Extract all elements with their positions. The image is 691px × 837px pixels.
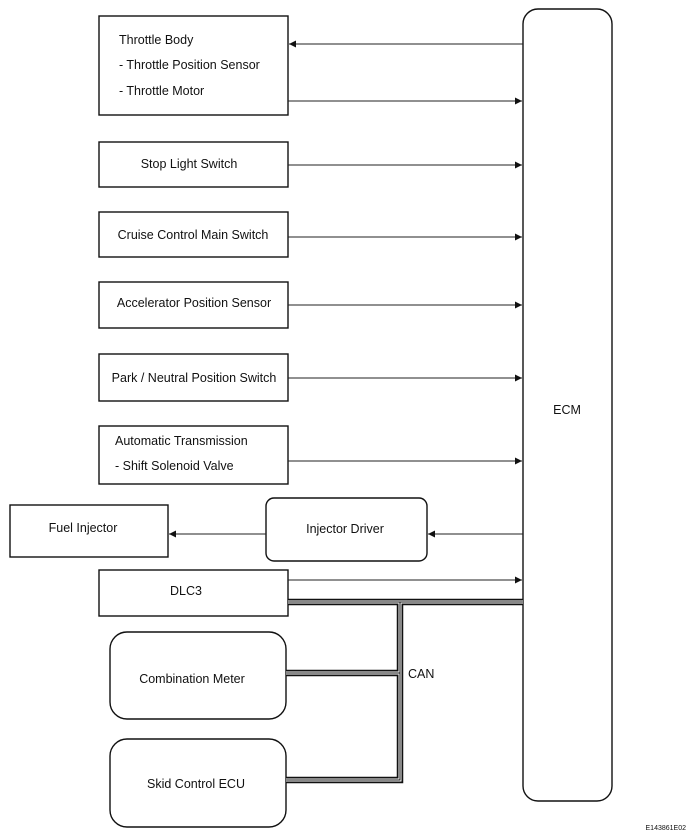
- automatic-transmission-block: Automatic Transmission - Shift Solenoid …: [98, 425, 289, 485]
- cruise-control-main-switch-block: Cruise Control Main Switch: [98, 211, 289, 258]
- combination-meter-label: Combination Meter: [139, 672, 245, 686]
- throttle-body-line-2: - Throttle Motor: [119, 84, 204, 98]
- park-neutral-position-switch-label: Park / Neutral Position Switch: [112, 371, 277, 385]
- skid-control-ecu-label: Skid Control ECU: [147, 777, 245, 791]
- injector-driver-label: Injector Driver: [306, 522, 384, 536]
- throttle-body-line-1: - Throttle Position Sensor: [119, 58, 260, 72]
- cruise-control-main-switch-label: Cruise Control Main Switch: [118, 228, 269, 242]
- dlc3-block: DLC3: [98, 569, 289, 617]
- stop-light-switch-block: Stop Light Switch: [98, 141, 289, 188]
- fuel-injector-block: Fuel Injector: [9, 504, 169, 558]
- stop-light-switch-label: Stop Light Switch: [141, 157, 238, 171]
- park-neutral-position-switch-block: Park / Neutral Position Switch: [98, 353, 289, 402]
- automatic-transmission-line-1: - Shift Solenoid Valve: [115, 459, 234, 473]
- automatic-transmission-title: Automatic Transmission: [115, 434, 248, 448]
- throttle-body-block: Throttle Body - Throttle Position Sensor…: [98, 15, 289, 116]
- accelerator-position-sensor-block: Accelerator Position Sensor: [98, 281, 289, 329]
- injector-driver-block: Injector Driver: [265, 497, 428, 562]
- dlc3-label: DLC3: [170, 584, 202, 598]
- throttle-body-title: Throttle Body: [119, 33, 194, 47]
- accelerator-position-sensor-label: Accelerator Position Sensor: [117, 296, 271, 310]
- ecm-block: ECM: [522, 8, 613, 802]
- combination-meter-block: Combination Meter: [109, 631, 287, 720]
- can-bus-label: CAN: [408, 667, 434, 681]
- figure-code: E143861E02: [646, 825, 687, 832]
- fuel-injector-label: Fuel Injector: [49, 521, 118, 535]
- ecm-label: ECM: [553, 403, 581, 417]
- skid-control-ecu-block: Skid Control ECU: [109, 738, 287, 828]
- can-bus: [286, 598, 523, 784]
